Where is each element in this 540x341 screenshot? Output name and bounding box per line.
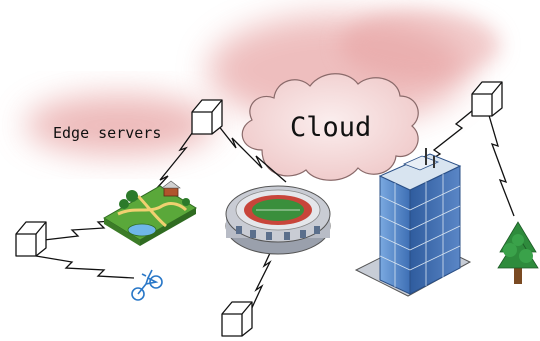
edge-server-icon [15, 221, 47, 257]
tree-icon [497, 221, 539, 284]
stadium-icon [225, 185, 331, 255]
lightning-link-icon [487, 111, 515, 217]
edge-server-icon [471, 81, 503, 117]
cloud-icon [241, 73, 419, 181]
lightning-link-icon [249, 239, 277, 313]
lightning-link-icon [145, 121, 201, 201]
cloud-label: Cloud [290, 112, 371, 143]
edge-server-icon [221, 301, 253, 337]
lightning-link-icon [35, 255, 135, 279]
lightning-link-icon [43, 219, 125, 241]
edge-servers-glow [25, 95, 215, 155]
bicycle-icon [131, 269, 163, 301]
park-icon [103, 180, 197, 246]
edge-server-icon [191, 99, 223, 135]
office-tower-icon [354, 148, 472, 297]
edge-servers-label: Edge servers [53, 124, 161, 142]
lightning-link-icon [213, 119, 287, 183]
